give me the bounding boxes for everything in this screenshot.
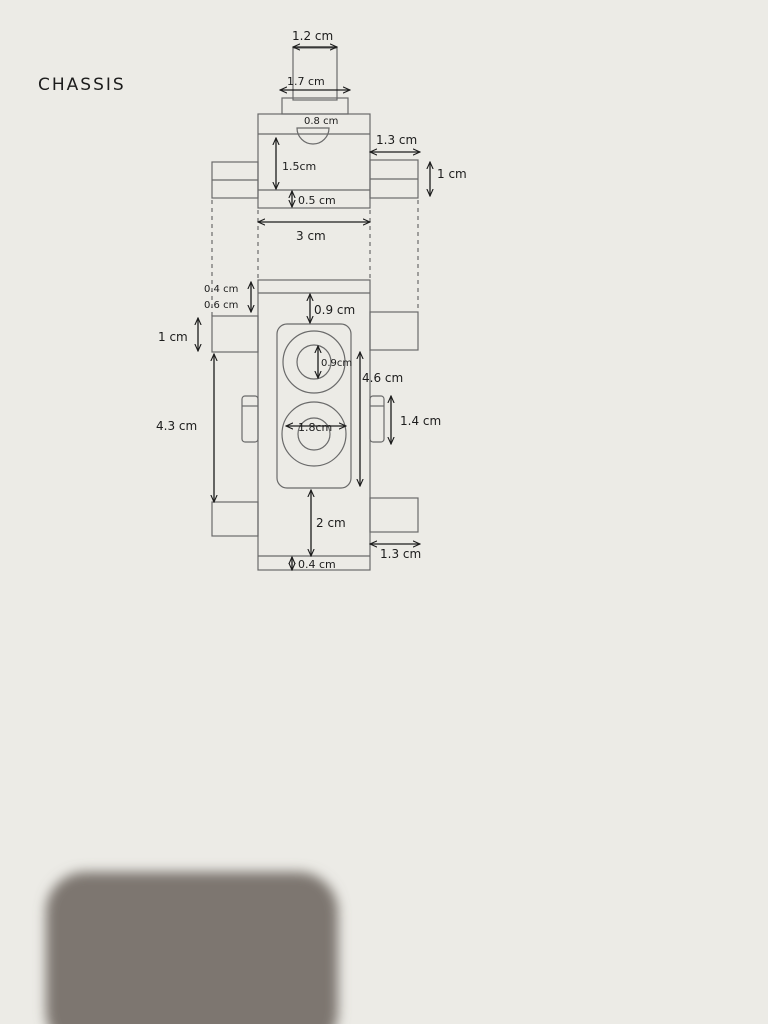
lower-hole-inner	[297, 417, 331, 451]
upper-hole-inner	[296, 344, 332, 380]
label-side-gap-top: 1.3 cm	[376, 133, 417, 147]
rear-right-axle	[369, 497, 419, 533]
plan-view	[211, 279, 419, 571]
label-clip-height: 1.4 cm	[400, 414, 441, 428]
label-large-hole: 1.8cm	[298, 421, 332, 434]
plan-slot	[276, 323, 352, 489]
label-bottom-margin: 0.4 cm	[298, 558, 336, 571]
label-slot-length: 4.6 cm	[362, 371, 403, 385]
label-boss-width: 1.7 cm	[287, 75, 325, 88]
rear-left-axle	[211, 501, 259, 537]
top-view-labels: 1.2 cm 1.7 cm 0.8 cm 1.3 cm 1.5cm 1 cm 0…	[282, 29, 467, 243]
lower-hole-outer	[281, 401, 347, 467]
label-base-thickness: 0.5 cm	[298, 194, 336, 207]
label-bottom-gap: 2 cm	[316, 516, 346, 530]
top-arc	[296, 127, 330, 145]
label-body-height: 1.5cm	[282, 160, 316, 173]
front-left-axle	[211, 315, 259, 353]
label-side-gap-plan: 1.3 cm	[380, 547, 421, 561]
drawing-title: CHASSIS	[38, 75, 126, 95]
top-view-dimensions	[258, 47, 430, 222]
label-axle-height-plan: 1 cm	[158, 330, 188, 344]
label-arc-width: 0.8 cm	[304, 116, 338, 127]
label-slot-offset: 0.9 cm	[314, 303, 355, 317]
label-axle-spacing: 4.3 cm	[156, 419, 197, 433]
front-right-axle	[369, 311, 419, 351]
label-top-margin-2: 0.6 cm	[204, 300, 238, 311]
photo-shadow	[46, 872, 338, 1024]
label-tab-width: 1.2 cm	[292, 29, 333, 43]
label-body-width: 3 cm	[296, 229, 326, 243]
plan-view-dimensions	[198, 282, 420, 570]
plan-view-labels: 0.4 cm 0.6 cm 0.9 cm 1 cm 0.9cm 4.6 cm 4…	[156, 284, 441, 571]
upper-hole-outer	[282, 330, 346, 394]
right-clip	[369, 395, 385, 443]
label-small-hole: 0.9cm	[321, 358, 352, 369]
left-clip	[241, 395, 259, 443]
label-top-margin-1: 0.4 cm	[204, 284, 238, 295]
label-axle-height-top: 1 cm	[437, 167, 467, 181]
